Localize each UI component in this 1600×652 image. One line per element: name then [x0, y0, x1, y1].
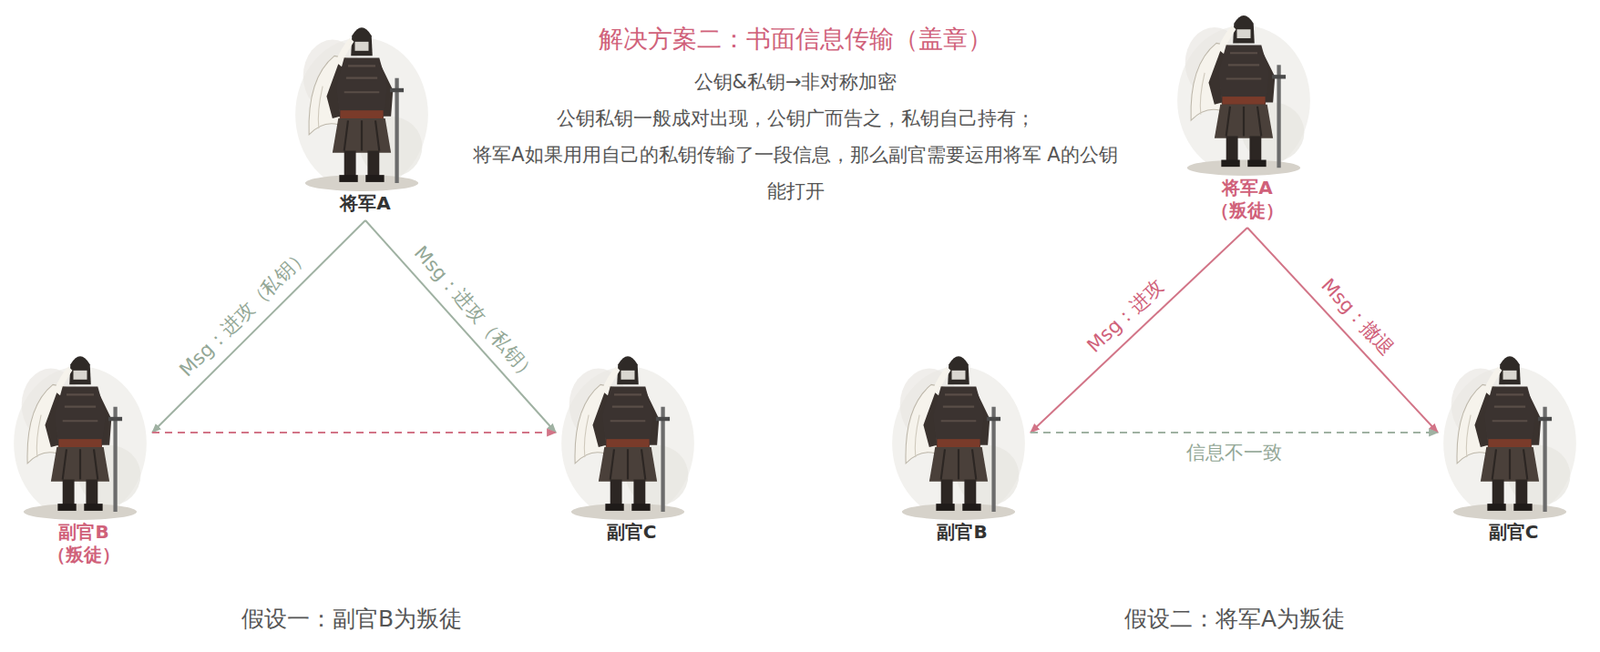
- warrior-illustration: [295, 27, 429, 192]
- warrior-illustration: [11, 344, 149, 522]
- role-name: 将军A: [293, 192, 438, 216]
- role-name: 副官C: [559, 521, 704, 544]
- edge-label: Msg：进攻: [1082, 275, 1168, 358]
- officer-figure: 副官C: [1441, 344, 1586, 544]
- warrior-illustration: [293, 15, 431, 193]
- commander-figure: 将军A（叛徒）: [1175, 3, 1320, 223]
- warrior-illustration: [1441, 344, 1579, 522]
- traitor-note: （叛徒）: [11, 543, 156, 567]
- note-text: 公钥私钥一般成对出现，公钥广而告之，私钥自己持有；: [385, 100, 1206, 137]
- role-name: 副官C: [1441, 521, 1586, 544]
- dashed-arrow: [152, 431, 556, 434]
- edge-label: 信息不一致: [1186, 441, 1283, 464]
- note-text: 将军A如果用用自己的私钥传输了一段信息，那么副官需要运用将军 A的公钥能打开: [471, 136, 1120, 210]
- diagram-title: 解决方案二：书面信息传输（盖章）: [430, 22, 1160, 56]
- message-arrow: [1030, 227, 1248, 433]
- officer-figure: 副官B: [890, 344, 1035, 544]
- role-name: 副官B: [890, 521, 1035, 544]
- warrior-illustration: [561, 356, 695, 521]
- note-text: 公钥&私钥→非对称加密: [385, 63, 1206, 101]
- warrior-illustration: [1177, 15, 1311, 176]
- warrior-illustration: [559, 344, 697, 522]
- warrior-illustration: [13, 356, 147, 521]
- scenario-caption: 假设二：将军A为叛徒: [1006, 604, 1463, 636]
- message-arrow: [1247, 227, 1438, 433]
- warrior-illustration: [1443, 356, 1577, 521]
- commander-figure: 将军A: [293, 15, 438, 216]
- message-arrow: [152, 220, 366, 433]
- warrior-illustration: [890, 344, 1027, 522]
- dashed-arrow: [1030, 431, 1438, 434]
- traitor-note: （叛徒）: [1175, 199, 1320, 223]
- warrior-illustration: [1175, 3, 1313, 177]
- warrior-illustration: [892, 356, 1026, 521]
- message-arrow: [365, 220, 556, 433]
- officer-figure: 副官B（叛徒）: [11, 344, 156, 567]
- role-name: 将军A: [1175, 176, 1320, 200]
- officer-figure: 副官C: [559, 344, 704, 544]
- role-name: 副官B: [11, 521, 156, 544]
- edge-label: Msg：进攻（私钥）: [410, 241, 542, 385]
- edge-label: Msg：进攻（私钥）: [175, 244, 314, 382]
- edge-label: Msg：撤退: [1316, 274, 1398, 360]
- scenario-caption: 假设一：副官B为叛徒: [123, 604, 580, 636]
